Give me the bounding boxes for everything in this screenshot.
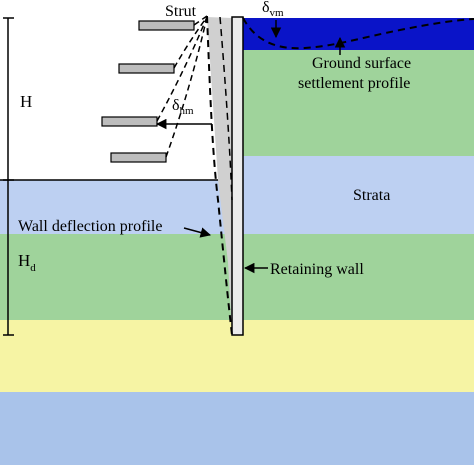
green-layer-upper: [243, 50, 474, 156]
delta-vm-symbol: δ: [262, 0, 270, 16]
retaining-wall: [231, 16, 244, 336]
strut-4: [110, 152, 167, 163]
delta-hm-symbol: δ: [172, 97, 180, 114]
wall-deflection-pointer: [183, 227, 212, 238]
strut-1: [138, 20, 195, 31]
ground-surface-label-line2: settlement profile: [298, 75, 410, 92]
strut-outline-dashed: [156, 15, 208, 158]
ground-settlement-curve: [242, 17, 474, 50]
hd-symbol: H: [18, 251, 30, 270]
delta-hm-subscript: hm: [180, 105, 195, 117]
wall-deflection-curve: [206, 15, 233, 336]
ground-surface-label-line1: Ground surface: [312, 55, 411, 72]
deflection-shade: [207, 17, 232, 335]
strut-label: Strut: [165, 3, 197, 20]
delta-vm-subscript: vm: [270, 7, 285, 19]
strut-2: [118, 63, 175, 74]
delta-vm-label: δvm: [262, 0, 284, 19]
light-blue-layer-upper: [243, 156, 474, 180]
retaining-wall-label: Retaining wall: [270, 261, 364, 278]
strata-label: Strata: [353, 187, 390, 204]
hd-label: Hd: [18, 251, 36, 274]
hd-subscript: d: [30, 262, 36, 274]
wall-deflection-label: Wall deflection profile: [18, 218, 162, 235]
wall-deflection-curve-outer: [219, 16, 233, 201]
bottom-blue-layer: [0, 392, 474, 465]
h-label: H: [20, 92, 32, 111]
delta-hm-label: δhm: [172, 97, 194, 117]
strut-3: [101, 116, 158, 127]
